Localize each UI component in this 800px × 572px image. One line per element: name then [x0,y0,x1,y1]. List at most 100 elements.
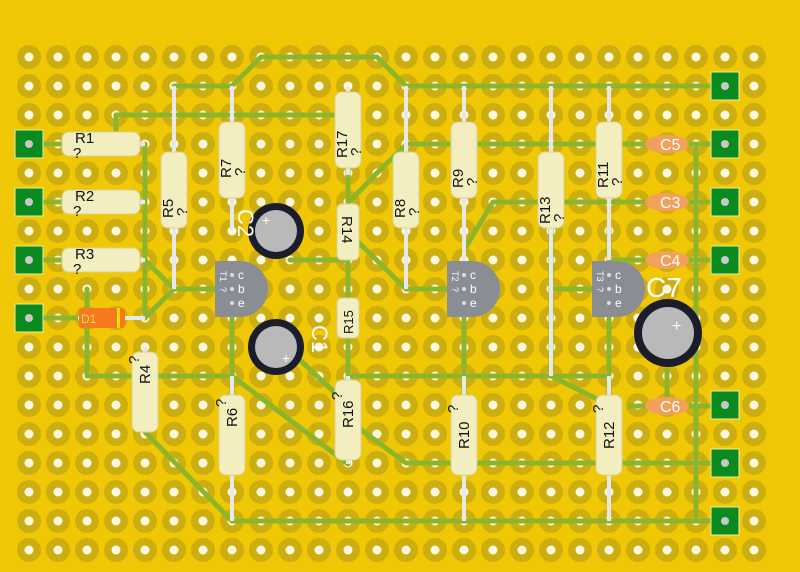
resistor-r16[interactable]: R16 ? [329,379,362,461]
resistor-r9[interactable]: R9 ? [450,121,481,199]
r11-value: ? [609,178,626,186]
hole [278,132,302,156]
r3-label: R3 [75,246,94,263]
hole [46,277,70,301]
hole [713,277,737,301]
connection-pad[interactable] [710,506,740,536]
connection-pad[interactable] [710,390,740,420]
c3-label: C3 [660,195,681,212]
hole [220,219,244,243]
hole [307,538,331,562]
t3-value: ? [595,287,605,292]
hole [568,103,592,127]
resistor-r3[interactable]: R3 ? [61,246,141,278]
r4-value: ? [126,356,143,364]
hole [452,45,476,69]
resistor-r1[interactable]: R1 ? [61,130,141,162]
track [374,142,409,176]
hole [104,538,128,562]
hole [423,45,447,69]
connection-pad[interactable] [14,129,44,159]
connection-pad[interactable] [710,245,740,275]
c5-label: C5 [660,137,681,154]
connection-pad[interactable] [710,71,740,101]
capacitor-c5[interactable]: C5 [645,135,689,154]
hole [742,74,766,98]
hole [75,393,99,417]
hole [17,74,41,98]
resistor-r4[interactable]: R4 ? [126,351,159,433]
connection-pad[interactable] [14,187,44,217]
hole [46,422,70,446]
hole [191,538,215,562]
resistor-r8[interactable]: R8 ? [392,151,423,229]
capacitor-c6[interactable]: C6 [645,397,689,416]
hole [249,451,273,475]
hole [684,103,708,127]
hole [249,480,273,504]
hole [568,248,592,272]
track [229,54,264,89]
hole [684,45,708,69]
hole [365,103,389,127]
hole [162,335,186,359]
r12-value: ? [590,405,607,413]
hole [597,538,621,562]
hole [75,480,99,504]
capacitor-c2[interactable]: + C2 [233,203,304,259]
resistor-r6[interactable]: R6 ? [213,394,246,476]
r16-label: R16 [340,400,357,428]
resistor-r11[interactable]: R11 ? [595,121,626,199]
hole [162,538,186,562]
hole [510,335,534,359]
hole [423,538,447,562]
connection-pads [14,71,740,536]
connection-pad[interactable] [710,129,740,159]
hole [423,306,447,330]
connection-pad[interactable] [710,448,740,478]
hole [423,393,447,417]
hole [655,103,679,127]
capacitor-c7[interactable]: + C7 [634,272,702,367]
c2-polarity: + [262,212,270,228]
resistor-r2[interactable]: R2 ? [61,188,141,220]
resistor-r7[interactable]: R7 ? [218,121,249,199]
hole [17,277,41,301]
track [142,286,177,321]
resistor-r10[interactable]: R10 ? [445,394,478,476]
hole [133,451,157,475]
connection-pad[interactable] [14,303,44,333]
resistor-r14[interactable]: R14 [336,203,360,261]
resistor-r12[interactable]: R12 ? [590,394,623,476]
transistor-t3[interactable]: c b e T3 ? [592,261,645,317]
connection-pad[interactable] [710,187,740,217]
hole [394,335,418,359]
resistor-r5[interactable]: R5 ? [160,151,191,229]
hole [307,480,331,504]
hole [713,306,737,330]
capacitor-c1[interactable]: + C1 [248,319,332,375]
track [345,170,380,206]
capacitor-c3[interactable]: C3 [645,193,689,212]
r17-value: ? [348,148,365,156]
hole [46,480,70,504]
connection-pad[interactable] [14,245,44,275]
diode-d1[interactable]: D1 [79,308,125,328]
hole [742,393,766,417]
hole [249,74,273,98]
hole [655,422,679,446]
capacitor-c4[interactable]: C4 [645,251,689,270]
hole [510,538,534,562]
resistor-r13[interactable]: R13 ? [537,151,568,229]
resistor-r17[interactable]: R17 ? [334,91,365,169]
hole [17,451,41,475]
resistor-r15[interactable]: R15 [336,297,360,339]
hole [481,335,505,359]
hole [191,190,215,214]
hole [713,219,737,243]
hole [278,451,302,475]
transistor-t2[interactable]: c b e T2 ? [447,261,500,317]
transistor-t1[interactable]: c b e T1 ? [215,261,268,317]
r3-value: ? [73,261,81,278]
